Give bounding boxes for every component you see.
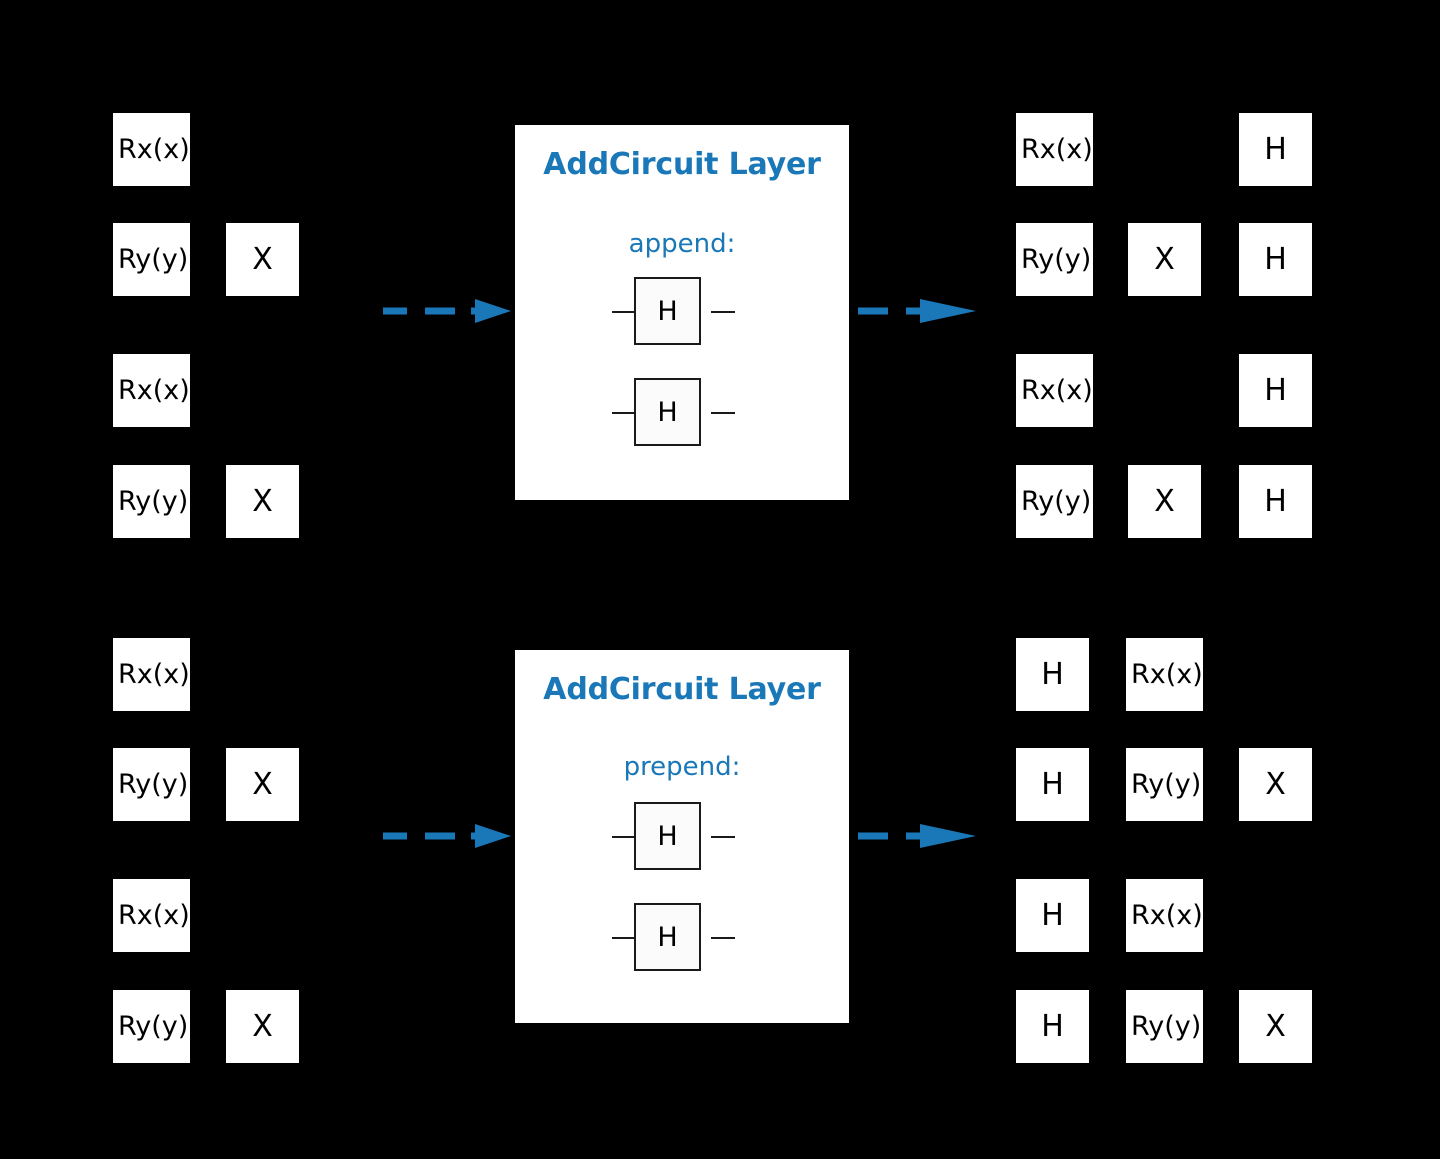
gate-ry: Ry(y) [1126,748,1203,821]
wire-left [612,937,636,939]
wire-right [711,836,735,838]
panel-mode-label: prepend: [623,752,741,782]
prepend-circuit-layer-panel: AddCircuit Layer prepend: H H [515,650,849,1023]
gate-h: H [634,802,701,870]
gate-h: H [1016,990,1089,1063]
gate-h: H [1016,748,1089,821]
wire-left [612,412,636,414]
gate-rx: Rx(x) [113,638,190,711]
gate-ry: Ry(y) [113,223,190,296]
wire-left [612,311,636,313]
gate-ry: Ry(y) [113,990,190,1063]
gate-h: H [1239,465,1312,538]
gate-h: H [1239,113,1312,186]
gate-ry: Ry(y) [113,748,190,821]
gate-rx: Rx(x) [1126,879,1203,952]
gate-ry: Ry(y) [1016,223,1093,296]
gate-x: X [226,465,299,538]
gate-x: X [1128,223,1201,296]
gate-h: H [634,903,701,971]
gate-x: X [1128,465,1201,538]
gate-ry: Ry(y) [1016,465,1093,538]
gate-rx: Rx(x) [1016,113,1093,186]
gate-x: X [1239,990,1312,1063]
gate-h: H [634,277,701,345]
wire-right [711,937,735,939]
wire-left [612,836,636,838]
gate-x: X [226,748,299,821]
gate-x: X [226,990,299,1063]
gate-x: X [226,223,299,296]
panel-title: AddCircuit Layer [543,147,821,182]
gate-ry: Ry(y) [113,465,190,538]
gate-ry: Ry(y) [1126,990,1203,1063]
gate-x: X [1239,748,1312,821]
gate-h: H [1239,223,1312,296]
append-circuit-layer-panel: AddCircuit Layer append: H H [515,125,849,500]
gate-h: H [1016,638,1089,711]
gate-h: H [1016,879,1089,952]
panel-mode-label: append: [628,229,736,259]
gate-rx: Rx(x) [113,879,190,952]
wire-right [711,412,735,414]
arrow-into-prepend-layer [381,823,513,849]
gate-h: H [634,378,701,446]
gate-rx: Rx(x) [113,354,190,427]
arrow-out-of-append-layer [856,298,978,324]
arrow-into-append-layer [381,298,513,324]
gate-rx: Rx(x) [1126,638,1203,711]
wire-right [711,311,735,313]
arrow-out-of-prepend-layer [856,823,978,849]
panel-title: AddCircuit Layer [543,672,821,707]
gate-h: H [1239,354,1312,427]
gate-rx: Rx(x) [1016,354,1093,427]
gate-rx: Rx(x) [113,113,190,186]
